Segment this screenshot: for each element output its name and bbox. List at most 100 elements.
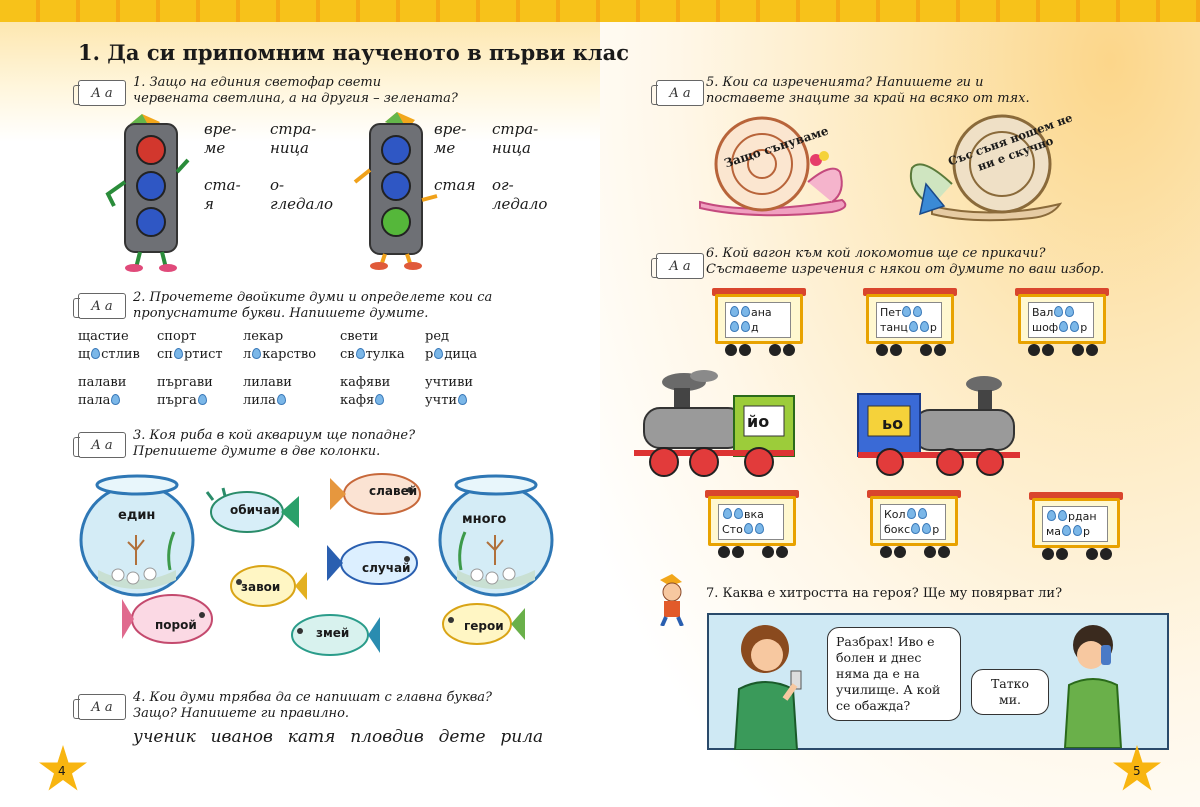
q2-text: 2. Прочетете двойките думи и определете … [133, 290, 492, 322]
drop-icon [355, 348, 365, 359]
drop-icon [741, 321, 750, 332]
q1-set-a-word2: стра-ница [270, 120, 317, 157]
drop-icon [734, 508, 743, 519]
boy-on-phone-illustration [1063, 625, 1123, 748]
q2-word: палави [78, 375, 127, 390]
q1-line1: 1. Защо на единия светофар свети [133, 75, 382, 90]
drop-icon [375, 394, 385, 405]
drop-icon [276, 394, 286, 405]
traffic-light-red-illustration [105, 114, 190, 272]
top-decorative-strip [0, 0, 1200, 22]
drop-icon [919, 321, 929, 332]
q2-word: учтиви [425, 375, 474, 390]
drop-icon [902, 306, 912, 317]
q4-word: ученик [133, 727, 196, 747]
drop-icon [252, 348, 262, 359]
drop-icon [730, 321, 739, 332]
q2-word: пала [78, 392, 121, 409]
q4-text: 4. Кои думи трябва да се напишат с главн… [133, 690, 492, 722]
locomotive-left-illustration [634, 370, 795, 477]
drop-icon [913, 306, 923, 317]
drop-icon [917, 508, 927, 519]
drop-icon [741, 306, 750, 317]
q2-line2: пропуснатите букви. Напишете думите. [133, 306, 429, 321]
drop-icon [754, 523, 764, 534]
q4-word: иванов [210, 727, 273, 747]
fish-geroi-label: герои [464, 619, 504, 633]
q3-line2: Препишете думите в две колонки. [133, 444, 381, 459]
drop-icon [743, 523, 753, 534]
q7-text: 7. Каква е хитростта на героя? Ще му пов… [706, 586, 1063, 601]
q5-text: 5. Кои са изреченията? Напишете ги и пос… [706, 75, 1030, 107]
q4-word: дете [438, 727, 486, 747]
locomotive-right-illustration [857, 376, 1020, 476]
wagon-text: танц [880, 321, 908, 334]
fish-zmey-illustration [291, 614, 380, 656]
fish-zavoi-illustration [230, 565, 307, 607]
fish-sluchai-illustration [327, 541, 418, 585]
q4-word: пловдив [350, 727, 424, 747]
drop-icon [434, 348, 444, 359]
wagon-text: р [932, 523, 940, 536]
q4-line2: Защо? Напишете ги правилно. [133, 706, 350, 721]
q1-set-b-word4: ог-ледало [492, 176, 548, 213]
q2-word: щастие [78, 329, 129, 344]
snail-right-illustration [910, 114, 1062, 222]
comic-panel: Разбрах! Иво е болен и днес няма да е на… [707, 613, 1169, 750]
drop-icon [906, 508, 916, 519]
locomotive-left-label: йо [747, 412, 770, 431]
q1-set-b-word3: стая [434, 176, 476, 194]
drop-icon [1065, 306, 1075, 317]
aquarium-right-illustration [438, 474, 554, 597]
wagon-text: Вал [1032, 306, 1054, 319]
wagon-text: бокс [884, 523, 911, 536]
q1-text: 1. Защо на единия светофар свети червена… [133, 75, 458, 107]
drop-icon [1058, 510, 1067, 521]
wagon-text: вка [744, 508, 764, 521]
q1-set-b-word1: вре-ме [434, 120, 467, 157]
drop-icon [911, 523, 921, 534]
q2-word: лила [243, 392, 287, 409]
drop-icon [1054, 306, 1064, 317]
q3-line1: 3. Коя риба в кой аквариум ще попадне? [133, 428, 416, 443]
q2-word: кафя [340, 392, 385, 409]
drop-icon [111, 394, 121, 405]
speech-bubble-right: Татко ми. [971, 669, 1049, 715]
fish-obichai-illustration [205, 487, 299, 533]
q6-line1: 6. Кой вагон към кой локомотив ще се при… [706, 246, 1046, 261]
wagon-text: р [929, 321, 937, 334]
drop-icon [197, 394, 207, 405]
q2-word: ред [425, 329, 450, 344]
right-page: A a 5. Кои са изреченията? Напишете ги и… [600, 0, 1200, 807]
q2-word: пъргави [157, 375, 213, 390]
q2-word: кафяви [340, 375, 391, 390]
wagon-text: шоф [1032, 321, 1059, 334]
q4-word: рила [500, 727, 544, 747]
q2-word: учти [425, 392, 468, 409]
drop-icon [173, 348, 183, 359]
q1-set-a-word1: вре-ме [204, 120, 237, 157]
aa-badge-icon: A a [73, 80, 126, 106]
wagon-top-2: Пет танц р [863, 288, 957, 358]
drop-icon [730, 306, 739, 317]
left-page: 1. Да си припомним наученото в първи кла… [39, 40, 629, 791]
wagon-text: ана [751, 306, 772, 319]
wagon-text: Кол [884, 508, 906, 521]
q4-line1: 4. Кои думи трябва да се напишат с главн… [133, 690, 492, 705]
q2-line1: 2. Прочетете двойките думи и определете … [133, 290, 493, 305]
aa-badge-icon: A a [73, 694, 126, 720]
aquarium-right-label: много [462, 512, 507, 527]
page-title: 1. Да си припомним наученото в първи кла… [78, 40, 630, 65]
fish-poroi-label: порой [155, 618, 197, 632]
wagon-text: Пет [880, 306, 902, 319]
drop-icon [1073, 525, 1083, 536]
q1-line2: червената светлина, а на другия – зелена… [133, 91, 458, 106]
speech-bubble-left: Разбрах! Иво е болен и днес няма да е на… [827, 627, 961, 721]
q1-set-a-word4: о-гледало [270, 176, 334, 213]
